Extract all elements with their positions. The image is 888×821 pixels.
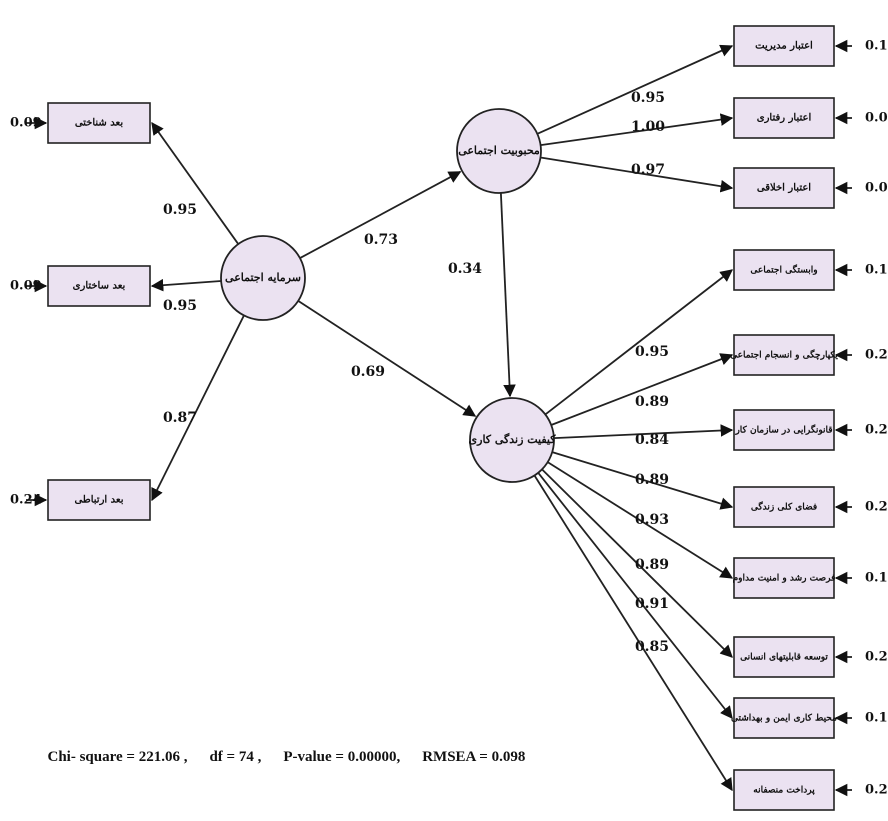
bottom-right-loading-arrow-1 bbox=[544, 269, 733, 416]
bottom-right-loading-arrow-2 bbox=[550, 353, 734, 426]
top-right-error-3: 0.05 bbox=[865, 181, 888, 196]
top-right-indicator-3 bbox=[733, 167, 835, 209]
bottom-right-indicator-8 bbox=[733, 769, 835, 811]
bottom-right-error-2: 0.21 bbox=[865, 348, 888, 363]
top-right-loading-arrow-2 bbox=[540, 113, 734, 147]
bottom-right-loading-arrow-8 bbox=[533, 474, 733, 792]
top-right-loading-2: 1.00 bbox=[631, 119, 665, 135]
bottom-right-loading-7: 0.91 bbox=[635, 596, 669, 612]
bottom-right-loading-arrow-5 bbox=[547, 461, 734, 579]
top-right-error-2: 0.01 bbox=[865, 111, 888, 126]
bottom-right-indicator-3 bbox=[733, 409, 835, 451]
left-error-2: 0.09 bbox=[10, 279, 42, 294]
structural-path-1 bbox=[299, 171, 462, 259]
bottom-right-loading-arrow-6 bbox=[541, 468, 733, 658]
left-loading-arrow-2 bbox=[150, 278, 222, 292]
bottom-right-loading-1: 0.95 bbox=[635, 344, 669, 360]
latent-qwl bbox=[469, 397, 555, 483]
bottom-right-loading-6: 0.89 bbox=[635, 557, 669, 573]
left-loading-arrow-1 bbox=[151, 121, 239, 245]
bottom-right-error-8: 0.27 bbox=[865, 783, 888, 798]
left-indicator-1 bbox=[47, 102, 151, 144]
bottom-right-loading-2: 0.89 bbox=[635, 394, 669, 410]
bottom-right-indicator-4 bbox=[733, 486, 835, 528]
bottom-right-loading-4: 0.89 bbox=[635, 472, 669, 488]
bottom-right-error-3: 0.29 bbox=[865, 423, 888, 438]
latent-social-capital-label: سرمایه اجتماعی bbox=[225, 271, 301, 284]
left-error-3: 0.24 bbox=[10, 493, 42, 508]
structural-coef-2: 0.69 bbox=[351, 364, 385, 380]
top-right-indicator-3-label: اعتبار اخلاقی bbox=[757, 183, 811, 194]
left-indicator-1-label: بعد شناختی bbox=[75, 118, 124, 129]
left-loading-1: 0.95 bbox=[163, 202, 197, 218]
bottom-right-error-4: 0.20 bbox=[865, 500, 888, 515]
latent-qwl-label: کیفیت زندگی کاری bbox=[469, 432, 557, 446]
bottom-right-error-7: 0.16 bbox=[865, 711, 888, 726]
bottom-right-indicator-5-label: فرصت رشد و امنیت مداوم bbox=[733, 573, 836, 584]
latent-social-popularity bbox=[456, 108, 542, 194]
structural-path-2 bbox=[297, 300, 477, 417]
left-loading-arrow-3 bbox=[151, 315, 245, 502]
bottom-right-indicator-7 bbox=[733, 697, 835, 739]
structural-path-3 bbox=[499, 192, 516, 398]
left-loading-2: 0.95 bbox=[163, 298, 197, 314]
bottom-right-loading-5: 0.93 bbox=[635, 512, 669, 528]
bottom-right-indicator-2-label: یکپارچگی و انسجام اجتماعی bbox=[730, 349, 838, 361]
bottom-right-indicator-2 bbox=[733, 334, 835, 376]
bottom-right-indicator-3-label: قانونگرایی در سازمان کار bbox=[734, 424, 832, 436]
structural-coef-1: 0.73 bbox=[364, 232, 398, 248]
bottom-right-indicator-6-label: توسعه قابلیتهای انسانی bbox=[740, 652, 828, 663]
bottom-right-loading-8: 0.85 bbox=[635, 639, 669, 655]
top-right-indicator-2 bbox=[733, 97, 835, 139]
left-indicator-3-label: بعد ارتباطی bbox=[74, 495, 123, 506]
bottom-right-error-1: 0.11 bbox=[865, 263, 888, 278]
left-indicator-2 bbox=[47, 265, 151, 307]
top-right-loading-3: 0.97 bbox=[631, 162, 665, 178]
bottom-right-loading-arrow-7 bbox=[537, 472, 733, 719]
chi-square-stat: Chi- square = 221.06 , bbox=[47, 749, 188, 765]
bottom-right-loading-arrow-4 bbox=[551, 451, 734, 510]
left-indicator-2-label: بعد ساختاری bbox=[73, 281, 126, 292]
top-right-indicator-1-label: اعتبار مدیریت bbox=[755, 41, 813, 52]
top-right-loading-arrow-1 bbox=[536, 44, 734, 135]
bottom-right-indicator-5 bbox=[733, 557, 835, 599]
left-loading-3: 0.87 bbox=[163, 410, 197, 426]
bottom-right-error-6: 0.21 bbox=[865, 650, 888, 665]
p-value-stat: P-value = 0.00000, bbox=[283, 749, 401, 765]
top-right-indicator-2-label: اعتبار رفتاری bbox=[757, 113, 812, 124]
top-right-loading-arrow-3 bbox=[540, 156, 734, 193]
top-right-loading-1: 0.95 bbox=[631, 90, 665, 106]
bottom-right-indicator-8-label: پرداخت منصفانه bbox=[753, 785, 815, 796]
left-indicator-3 bbox=[47, 479, 151, 521]
bottom-right-loading-arrow-3 bbox=[553, 424, 734, 440]
bottom-right-error-5: 0.14 bbox=[865, 571, 888, 586]
top-right-indicator-1 bbox=[733, 25, 835, 67]
latent-social-popularity-label: محبوبیت اجتماعی bbox=[458, 144, 540, 157]
bottom-right-loading-3: 0.84 bbox=[635, 432, 669, 448]
latent-social-capital bbox=[220, 235, 306, 321]
top-right-error-1: 0.10 bbox=[865, 39, 888, 54]
rmsea-stat: RMSEA = 0.098 bbox=[422, 749, 526, 765]
df-stat: df = 74 , bbox=[209, 749, 262, 765]
bottom-right-indicator-1-label: وابستگی اجتماعی bbox=[750, 264, 817, 276]
bottom-right-indicator-6 bbox=[733, 636, 835, 678]
fit-statistics: Chi- square = 221.06 , df = 74 , P-value =… bbox=[40, 732, 547, 766]
structural-coef-3: 0.34 bbox=[448, 261, 482, 277]
bottom-right-indicator-1 bbox=[733, 249, 835, 291]
left-error-1: 0.09 bbox=[10, 116, 42, 131]
bottom-right-indicator-4-label: فضای کلی زندگی bbox=[751, 501, 817, 513]
bottom-right-indicator-7-label: محیط کاری ایمن و بهداشتی bbox=[731, 713, 837, 724]
